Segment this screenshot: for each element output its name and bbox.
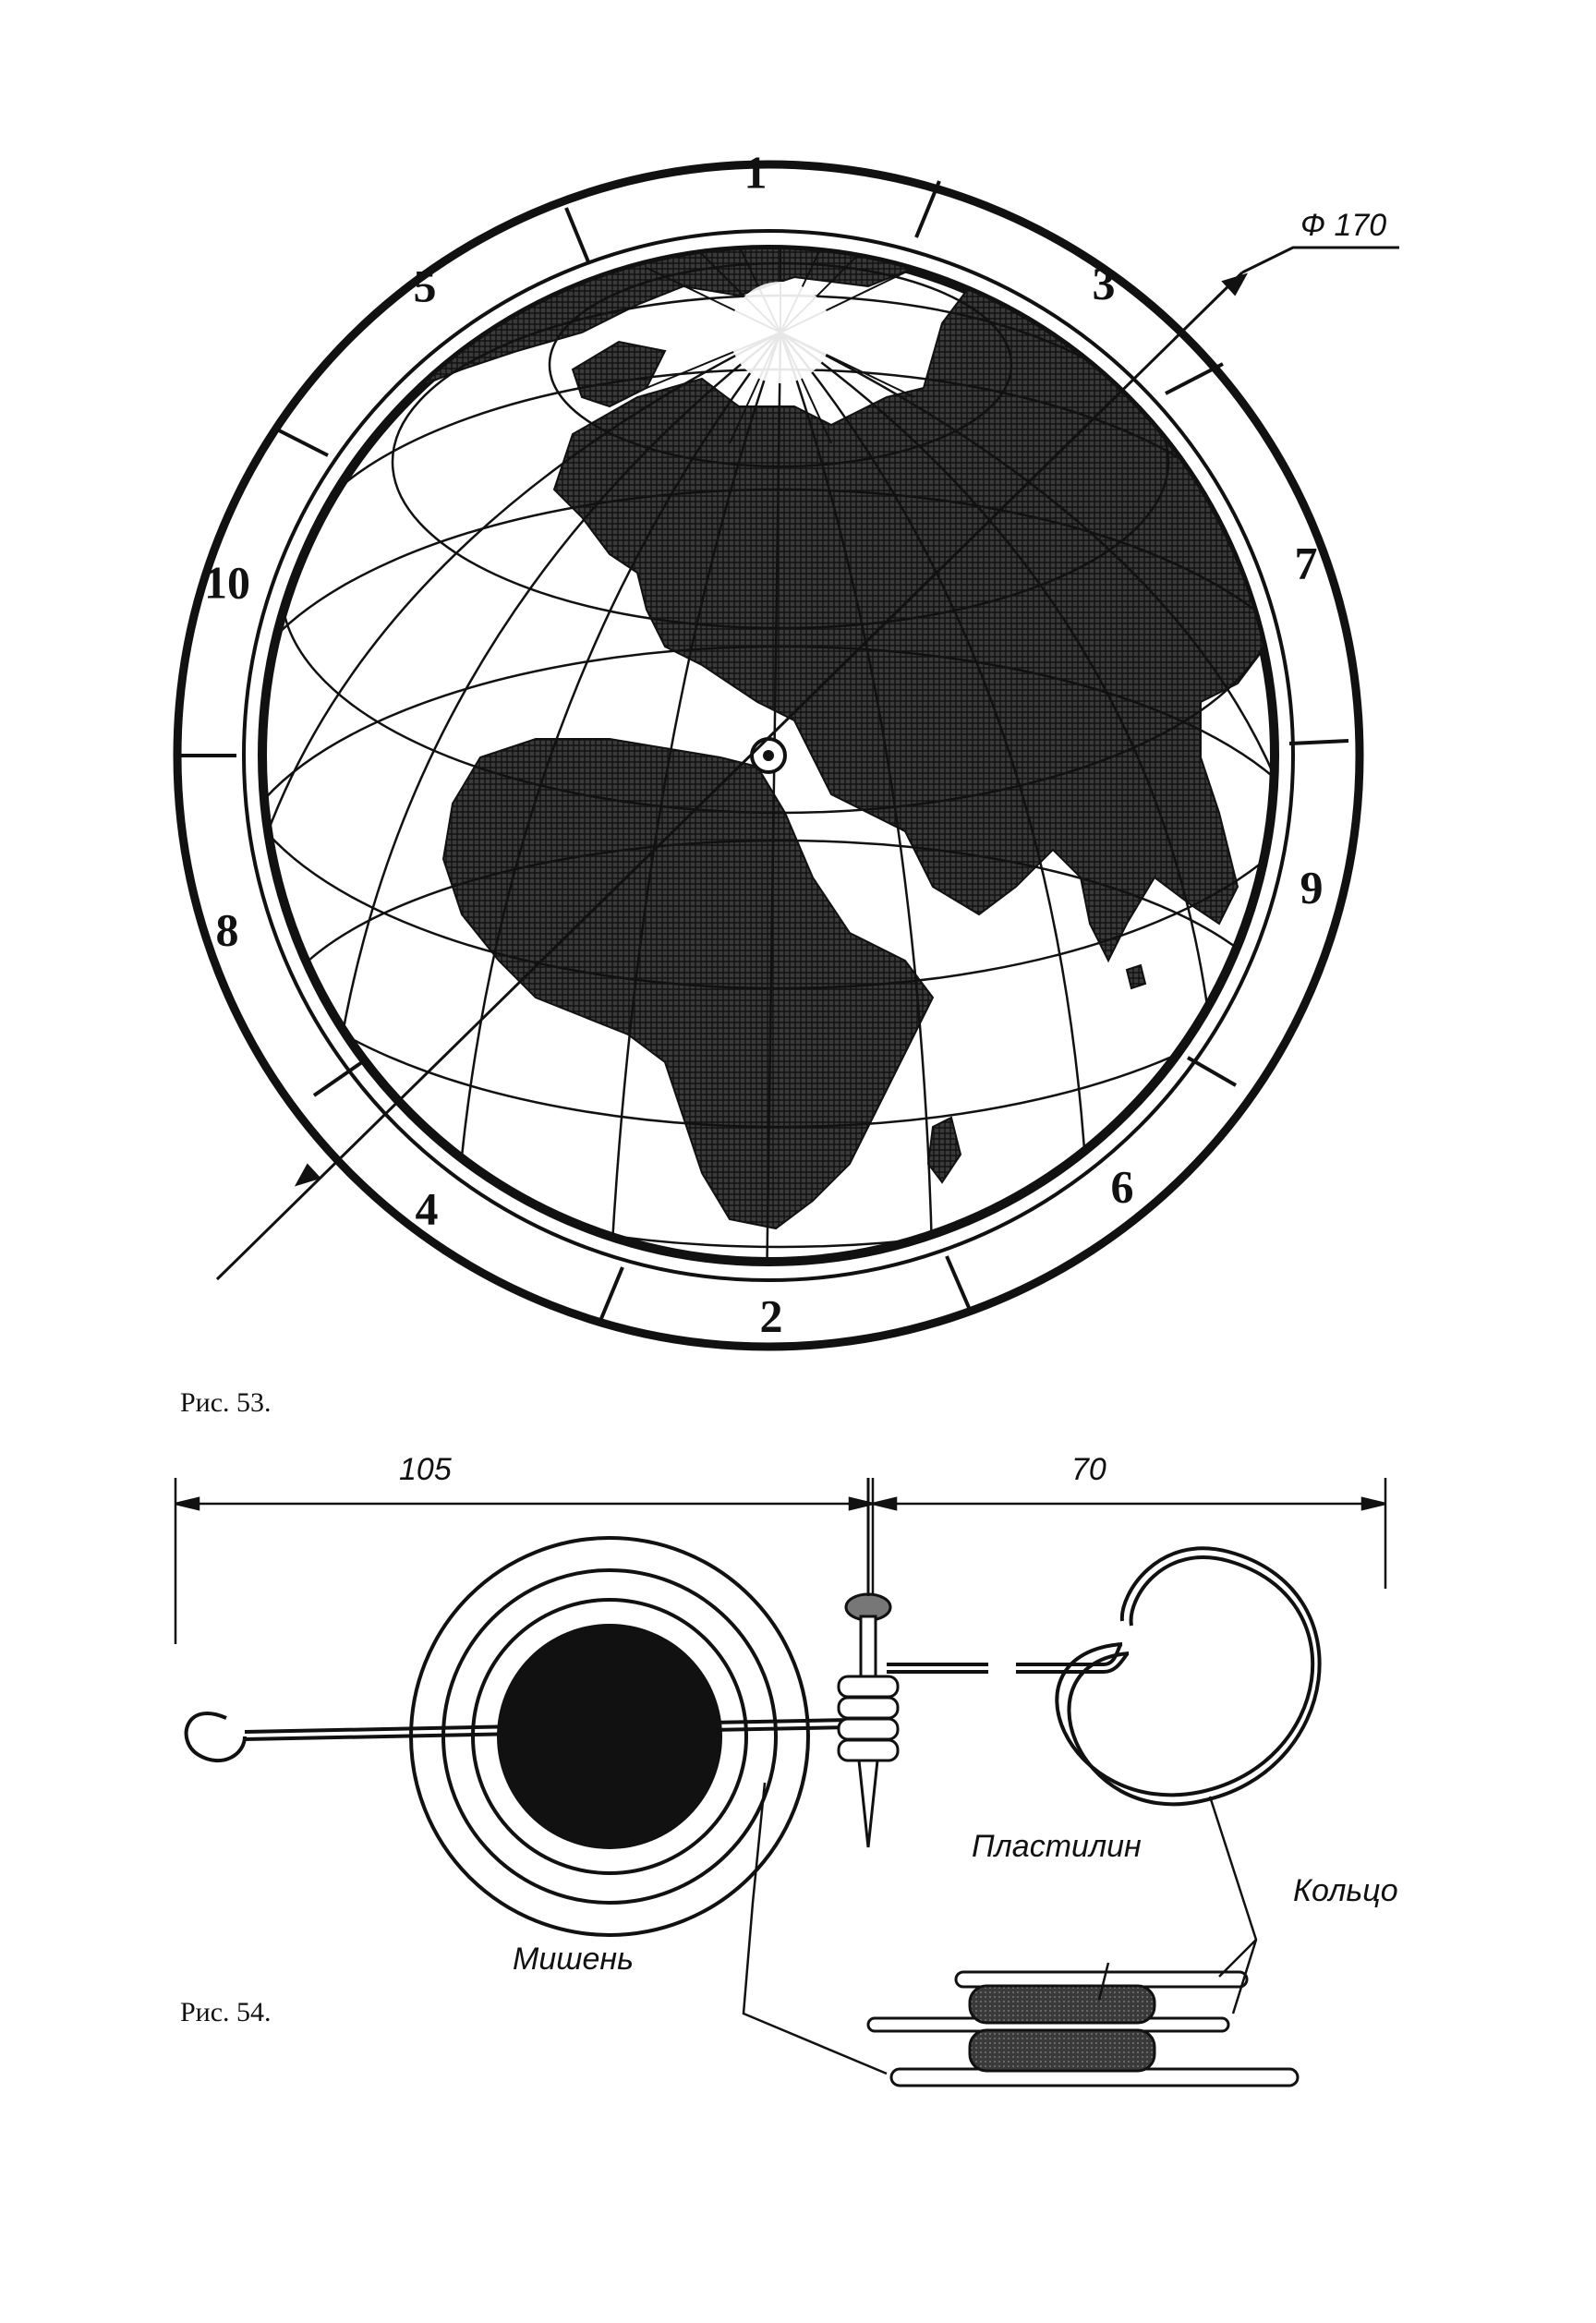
graticule-meridians: [262, 331, 1275, 1262]
figure-53-caption: Рис. 53.: [180, 1387, 272, 1418]
sector-number-7: 7: [1295, 537, 1318, 588]
sector-number-6: 6: [1111, 1160, 1134, 1212]
label-ring: Кольцо: [1293, 1873, 1398, 1908]
dimension-105: 105: [399, 1452, 452, 1487]
dart-pin: [837, 1478, 900, 1848]
target: [409, 1536, 810, 1937]
sector-number-4: 4: [416, 1182, 439, 1234]
globe-target-figure: 1 2 3 4 5 6 7 8 9 10: [173, 146, 1399, 1351]
diameter-dimension: [215, 246, 1399, 1281]
label-plasticine: Пластилин: [972, 1829, 1142, 1864]
diameter-label: Ф 170: [1300, 208, 1386, 243]
north-pole-glow: [730, 282, 831, 383]
leader-lines: [742, 1782, 1258, 2075]
sector-number-8: 8: [216, 903, 239, 955]
sector-number-9: 9: [1300, 861, 1324, 913]
plasticine-assembly: [866, 1970, 1300, 2087]
sector-dividers: [175, 180, 1349, 1322]
sector-numbers: 1 2 3 4 5 6 7 8 9 10: [204, 146, 1324, 1341]
ring-wire: [887, 1546, 1322, 1807]
sector-number-10: 10: [204, 556, 250, 608]
sector-number-2: 2: [760, 1289, 783, 1341]
inner-ring: [242, 229, 1295, 1282]
sector-number-1: 1: [744, 146, 768, 198]
wire-hook: [184, 1711, 851, 1762]
dimension-lines: [174, 1478, 1387, 1644]
sector-number-5: 5: [414, 260, 437, 311]
sector-number-3: 3: [1093, 257, 1116, 309]
center-mark: [750, 737, 787, 774]
dimension-70: 70: [1071, 1452, 1106, 1487]
label-target: Мишень: [513, 1942, 634, 1977]
target-dart-figure: 105 70: [174, 1452, 1398, 2087]
figure-54-caption: Рис. 54.: [180, 1997, 272, 2027]
